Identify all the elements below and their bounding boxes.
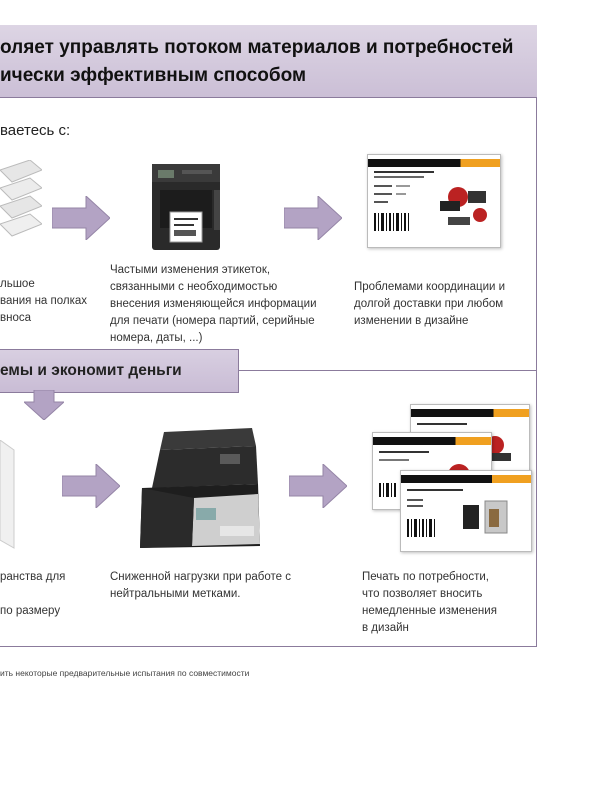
- arrow-down-icon: [24, 390, 64, 420]
- section-band-text: емы и экономит деньги: [0, 362, 182, 380]
- footnote: ить некоторые предварительные испытания …: [0, 668, 249, 678]
- bottom-middle-caption: Сниженной нагрузки при работе с нейтраль…: [110, 569, 291, 603]
- header-banner: [0, 25, 537, 98]
- intro-text: ваетесь с:: [0, 122, 70, 139]
- color-label-printer-image: [134, 426, 264, 552]
- product-label-image: [400, 470, 532, 552]
- product-label-image: [367, 154, 501, 248]
- shelf-stack-image: [0, 160, 42, 250]
- bottom-right-caption: Печать по потребности, что позволяет вно…: [362, 569, 497, 637]
- top-middle-caption: Частыми изменения этикеток, связанными с…: [110, 262, 317, 347]
- header-line-1: оляет управлять потоком материалов и пот…: [0, 37, 513, 59]
- header-line-2: ически эффективным способом: [0, 65, 306, 87]
- arrow-right-icon: [52, 196, 110, 240]
- top-left-caption: льшое вания на полках вноса: [0, 276, 87, 327]
- blank-label-stack-image: [0, 440, 20, 550]
- label-printer-image: [148, 160, 224, 254]
- arrow-right-icon: [289, 464, 347, 508]
- bottom-left-caption: ранства для по размеру: [0, 569, 65, 620]
- top-right-caption: Проблемами координации и долгой доставки…: [354, 279, 505, 330]
- arrow-right-icon: [284, 196, 342, 240]
- arrow-right-icon: [62, 464, 120, 508]
